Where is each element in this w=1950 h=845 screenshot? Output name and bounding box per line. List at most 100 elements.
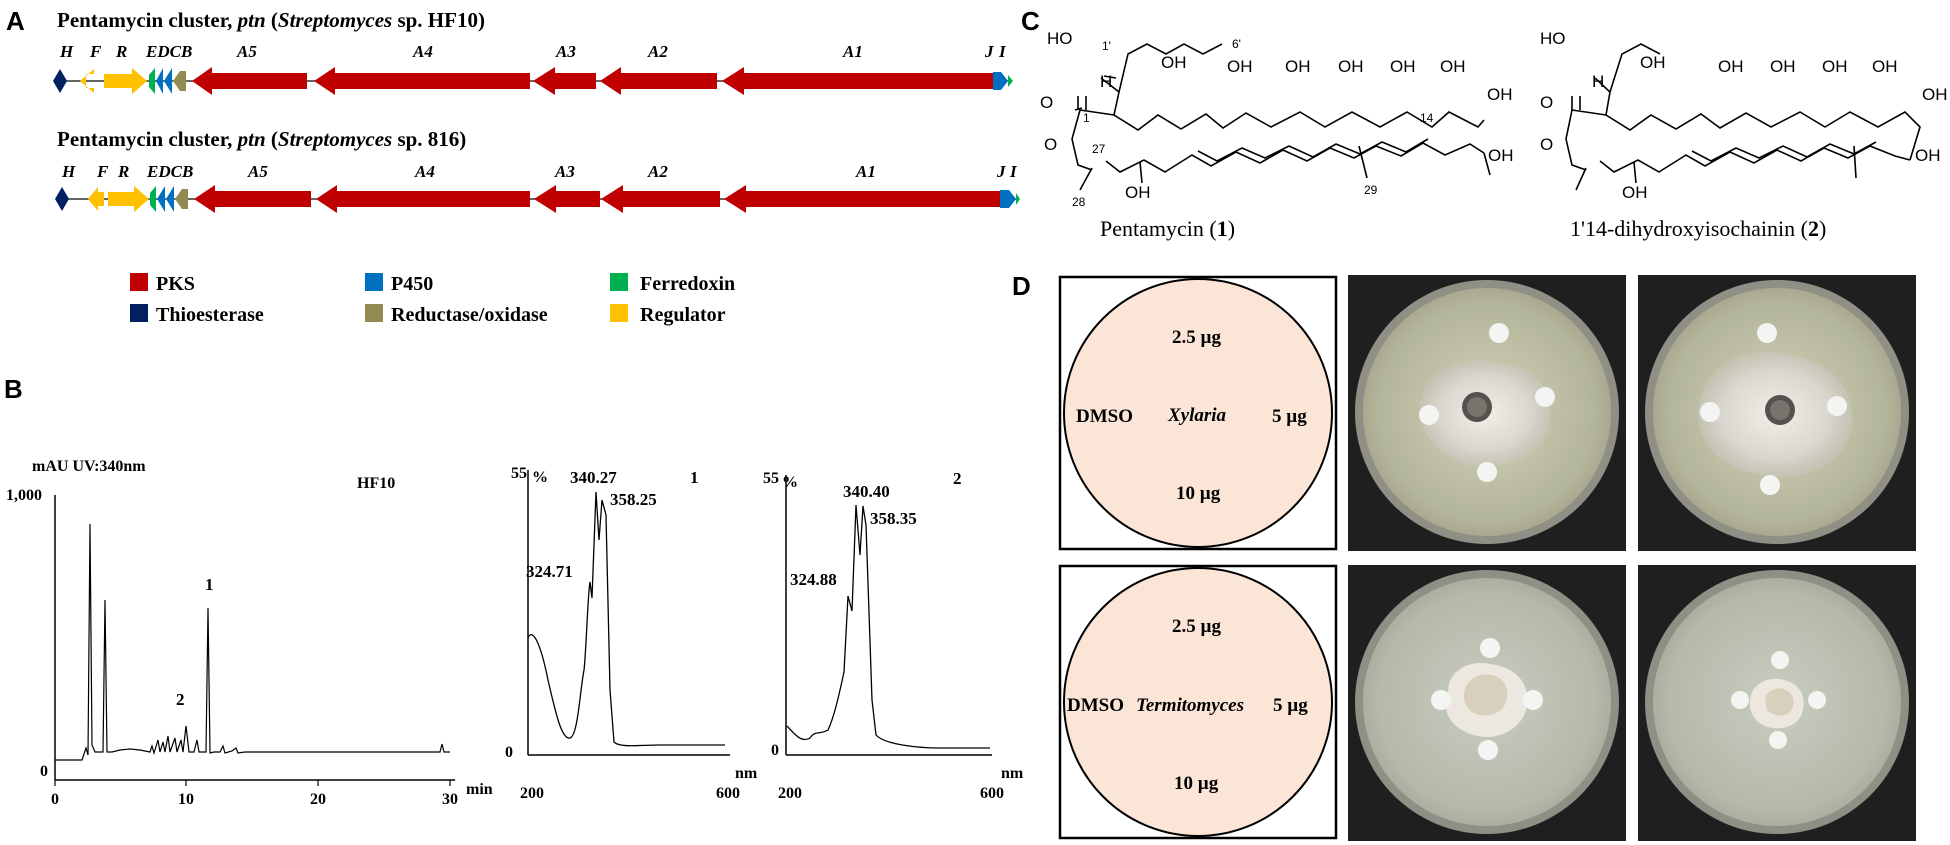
uv2-x-600: 600 — [980, 785, 1004, 802]
gene-B-arrow — [175, 189, 188, 209]
structure-dihydroxyisochainin-labels: HO H OH OH OH OH OH OH OH O O OH — [1540, 29, 1948, 202]
svg-text:HO: HO — [1540, 29, 1566, 48]
uv2-peak-358: 358.35 — [870, 509, 917, 528]
gene-C-arrow — [164, 68, 172, 94]
compound-1-name: Pentamycin (1) — [1100, 216, 1235, 241]
svg-text:Termitomyces: Termitomyces — [1136, 695, 1244, 716]
y-tick-0: 0 — [40, 763, 48, 780]
uv2-label: 2 — [953, 469, 962, 488]
gene-A5-arrow — [192, 67, 307, 95]
gene-E-arrow — [150, 186, 156, 212]
legend-swatch-ferredoxin — [610, 273, 628, 291]
plate-photo-xylaria-2 — [1638, 275, 1916, 551]
gene-legend: PKS P450 Ferredoxin Thioesterase Reducta… — [130, 273, 735, 326]
chromatogram-trace — [55, 523, 450, 761]
plate-photo-termitomyces-2 — [1638, 565, 1916, 841]
x-unit-min: min — [466, 781, 493, 798]
chromatogram-ylabel: mAU UV:340nm — [32, 458, 146, 475]
gene-A3-arrow — [533, 67, 596, 95]
svg-text:2.5 µg: 2.5 µg — [1172, 327, 1221, 348]
gene-A5-arrow — [194, 185, 311, 213]
uv1-label: 1 — [690, 468, 699, 487]
svg-text:OH: OH — [1440, 57, 1466, 76]
gene-A4-arrow — [314, 67, 530, 95]
gene-B-arrow — [173, 71, 186, 91]
gene-R-arrow — [108, 186, 149, 212]
chromatogram-sample: HF10 — [357, 475, 395, 492]
gene-D-arrow — [156, 68, 163, 94]
svg-text:5 µg: 5 µg — [1273, 695, 1308, 716]
gene-label-F: F — [89, 42, 102, 61]
svg-text:OH: OH — [1161, 53, 1187, 72]
disc-layout-termitomyces: 2.5 µg DMSO Termitomyces 5 µg 10 µg — [1058, 564, 1338, 840]
uv1-y-top: 55 — [511, 465, 527, 482]
x-tick-30: 30 — [442, 791, 458, 808]
uv2-y-zero: 0 — [771, 742, 779, 759]
gene-label-A2: A2 — [647, 42, 668, 61]
gene-label-A5: A5 — [247, 162, 268, 181]
uv2-peak-324: 324.88 — [790, 570, 837, 589]
gene-E-arrow — [149, 68, 155, 94]
gene-label-F: F — [96, 162, 109, 181]
gene-F-arrow — [88, 187, 104, 211]
gene-label-A4: A4 — [414, 162, 435, 181]
panel-d-letter: D — [1012, 271, 1031, 301]
svg-text:6': 6' — [1232, 37, 1241, 51]
legend-swatch-p450 — [365, 273, 383, 291]
svg-text:1': 1' — [1102, 39, 1111, 53]
svg-text:OH: OH — [1718, 57, 1744, 76]
gene-R-arrow — [104, 68, 147, 94]
uv2-y-top: 55 — [763, 470, 779, 487]
svg-text:OH: OH — [1338, 57, 1364, 76]
structure-dihydroxyisochainin — [1565, 43, 1921, 191]
svg-text:OH: OH — [1285, 57, 1311, 76]
svg-text:1: 1 — [1083, 111, 1090, 125]
gene-label-A4: A4 — [412, 42, 433, 61]
svg-text:OH: OH — [1227, 57, 1253, 76]
uv1-x-600: 600 — [716, 785, 740, 802]
svg-text:27: 27 — [1092, 142, 1106, 156]
gene-label-A1: A1 — [855, 162, 876, 181]
cluster-1: Pentamycin cluster, ptn (Streptomyces sp… — [53, 8, 1013, 95]
panel-b-letter: B — [4, 374, 23, 404]
svg-text:OH: OH — [1922, 85, 1948, 104]
gene-label-A2: A2 — [647, 162, 668, 181]
plate-photo-termitomyces-1 — [1348, 565, 1626, 841]
svg-text:28: 28 — [1072, 195, 1086, 209]
legend-label-pks: PKS — [156, 273, 195, 295]
svg-text:DMSO: DMSO — [1067, 695, 1124, 716]
gene-H-arrow — [55, 187, 69, 211]
compound-2-name: 1'14-dihydroxyisochainin (2) — [1570, 216, 1826, 241]
gene-C-arrow — [166, 186, 174, 212]
uv2-trace — [786, 504, 990, 749]
gene-A2-arrow — [600, 67, 717, 95]
cluster-2-arrows — [55, 185, 1020, 213]
gene-A3-arrow — [534, 185, 600, 213]
peak-label-1: 1 — [205, 575, 214, 594]
legend-label-reductase: Reductase/oxidase — [391, 304, 548, 326]
gene-label-A1: A1 — [842, 42, 863, 61]
legend-label-ferredoxin: Ferredoxin — [640, 273, 735, 295]
svg-text:OH: OH — [1125, 183, 1151, 202]
legend-swatch-pks — [130, 273, 148, 291]
legend-swatch-reductase — [365, 304, 383, 322]
gene-label-R: R — [117, 162, 129, 181]
gene-I-arrow — [1016, 193, 1020, 205]
cluster-1-arrows — [53, 67, 1013, 95]
svg-text:O: O — [1040, 93, 1053, 112]
svg-text:2.5 µg: 2.5 µg — [1172, 616, 1221, 637]
gene-label-EDCB: EDCB — [146, 162, 193, 181]
uv2-y-unit: % — [782, 474, 798, 491]
cluster-2: Pentamycin cluster, ptn (Streptomyces sp… — [55, 127, 1020, 213]
gene-label-J: J — [984, 42, 994, 61]
svg-text:Xylaria: Xylaria — [1167, 405, 1227, 426]
structure-pentamycin-labels: HO 1' 6' H OH OH OH OH OH OH OH OH O 1 1… — [1040, 29, 1514, 209]
legend-swatch-regulator — [610, 304, 628, 322]
cluster-1-title: Pentamycin cluster, ptn (Streptomyces sp… — [57, 8, 485, 32]
svg-text:OH: OH — [1487, 85, 1513, 104]
svg-text:OH: OH — [1770, 57, 1796, 76]
gene-A1-arrow — [724, 185, 1000, 213]
svg-text:OH: OH — [1488, 146, 1514, 165]
uv2-peak-340: 340.40 — [843, 482, 890, 501]
